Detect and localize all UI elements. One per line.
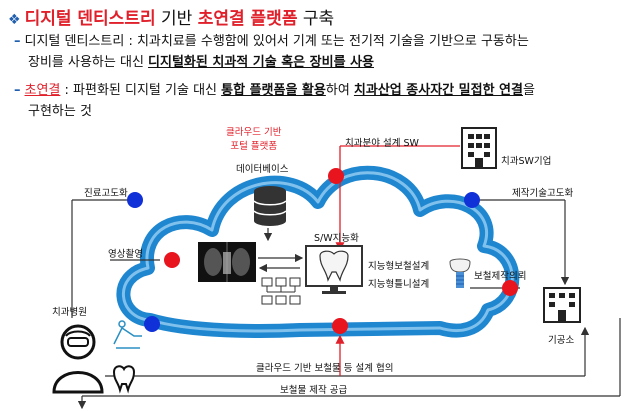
bullet-2-text-1: : 파편화된 디지털 기술 대신 [60,83,222,98]
database-label: 데이터베이스 [236,164,289,175]
bullet-2-text-3: 을 [522,83,535,98]
bullet-dash: – [14,34,21,49]
sw-intelligence-label: S/W지능화 [314,233,359,244]
bullet-2-text-2: 하여 [325,83,354,98]
cloud-inner-line [121,171,514,333]
database-icon [253,186,287,226]
bullet-1-line-1: –디지털 덴티스트리 : 치과치료를 수행함에 있어서 기계 또는 전기적 기술… [14,33,529,51]
diagram-canvas [52,127,621,410]
node-red-top [328,168,344,184]
node-red-left [164,252,180,268]
bullet-2-text-4: 구현하는 것 [28,104,92,119]
page-title: ❖디지털 덴티스트리 기반 초연결 플랫폼 구축 [8,4,334,29]
dental-sw-company-label: 치과SW기업 [501,156,552,167]
manufacturing-advance-label: 제작기술고도화 [512,188,574,199]
tooth-icon [112,365,136,394]
bullet-2-line-1: –초연결 : 파편화된 디지털 기술 대신 통합 플랫폼을 활용하여 치과산업 … [14,82,535,100]
network-icon [261,277,301,305]
diamond-bullet-icon: ❖ [8,12,21,28]
smart-alignment-design-label: 지능형틀니설계 [368,279,430,290]
dental-chair-icon [113,320,142,349]
node-blue-left [127,192,143,208]
smart-prosthesis-design-label: 지능형보철설계 [368,261,430,272]
bullet-2-line-2: 구현하는 것 [28,103,92,121]
cloud-consult-label: 클라우드 기반 보철물 등 설계 협의 [256,363,394,374]
title-digital-dentistry: 디지털 덴티스트리 [24,9,156,29]
node-blue-bottomleft [144,316,160,332]
node-blue-right [464,192,480,208]
prosthesis-request-label: 보철제작의뢰 [474,271,527,282]
clinic-advance-label: 진료고도화 [84,188,128,199]
dentist-icon [52,324,104,394]
ct-scan-image [198,242,256,282]
bullet-1-emphasis: 디지털화된 치과적 기술 혹은 장비를 사용 [148,55,374,70]
bullet-1-text-2a: 장비를 사용하는 대신 [28,55,149,70]
cloud-platform-line-1: 클라우드 기반 [226,127,282,138]
bullet-1-text: 디지털 덴티스트리 : 치과치료를 수행함에 있어서 기계 또는 전기적 기술을… [24,34,529,49]
imaging-label: 영상촬영 [108,249,143,260]
bullet-2-term: 초연결 [24,83,61,98]
dental-lab-building-icon [543,287,581,323]
bullet-1-line-2: 장비를 사용하는 대신 디지털화된 치과적 기술 혹은 장비를 사용 [28,54,374,72]
dental-clinic-label: 치과병원 [52,307,87,318]
title-hyperconnected-platform: 초연결 플랫폼 [197,9,298,29]
node-red-bottom [332,318,348,334]
cloud-platform-label: 클라우드 기반 포털 플랫폼 [226,124,281,152]
title-based: 기반 [155,9,198,29]
dental-lab-label: 기공소 [548,335,575,346]
prosthesis-supply-label: 보철물 제작 공급 [280,385,348,396]
bullet-dash: – [14,83,21,98]
title-build: 구축 [297,9,335,29]
sw-company-building-icon [461,127,497,169]
node-red-right [502,280,518,296]
dental-sw-label: 치과분야 설계 SW [345,138,419,149]
cloud-platform-line-2: 포털 플랫폼 [230,141,278,152]
platform-diagram: 클라우드 기반 포털 플랫폼 데이터베이스 치과분야 설계 SW 치과SW기업 … [0,118,640,411]
bullet-2-emphasis-2: 치과산업 종사자간 밀접한 연결 [353,83,523,98]
design-monitor-icon [305,245,363,294]
bullet-2-emphasis-1: 통합 플랫폼을 활용 [221,83,326,98]
implant-icon [449,258,471,288]
